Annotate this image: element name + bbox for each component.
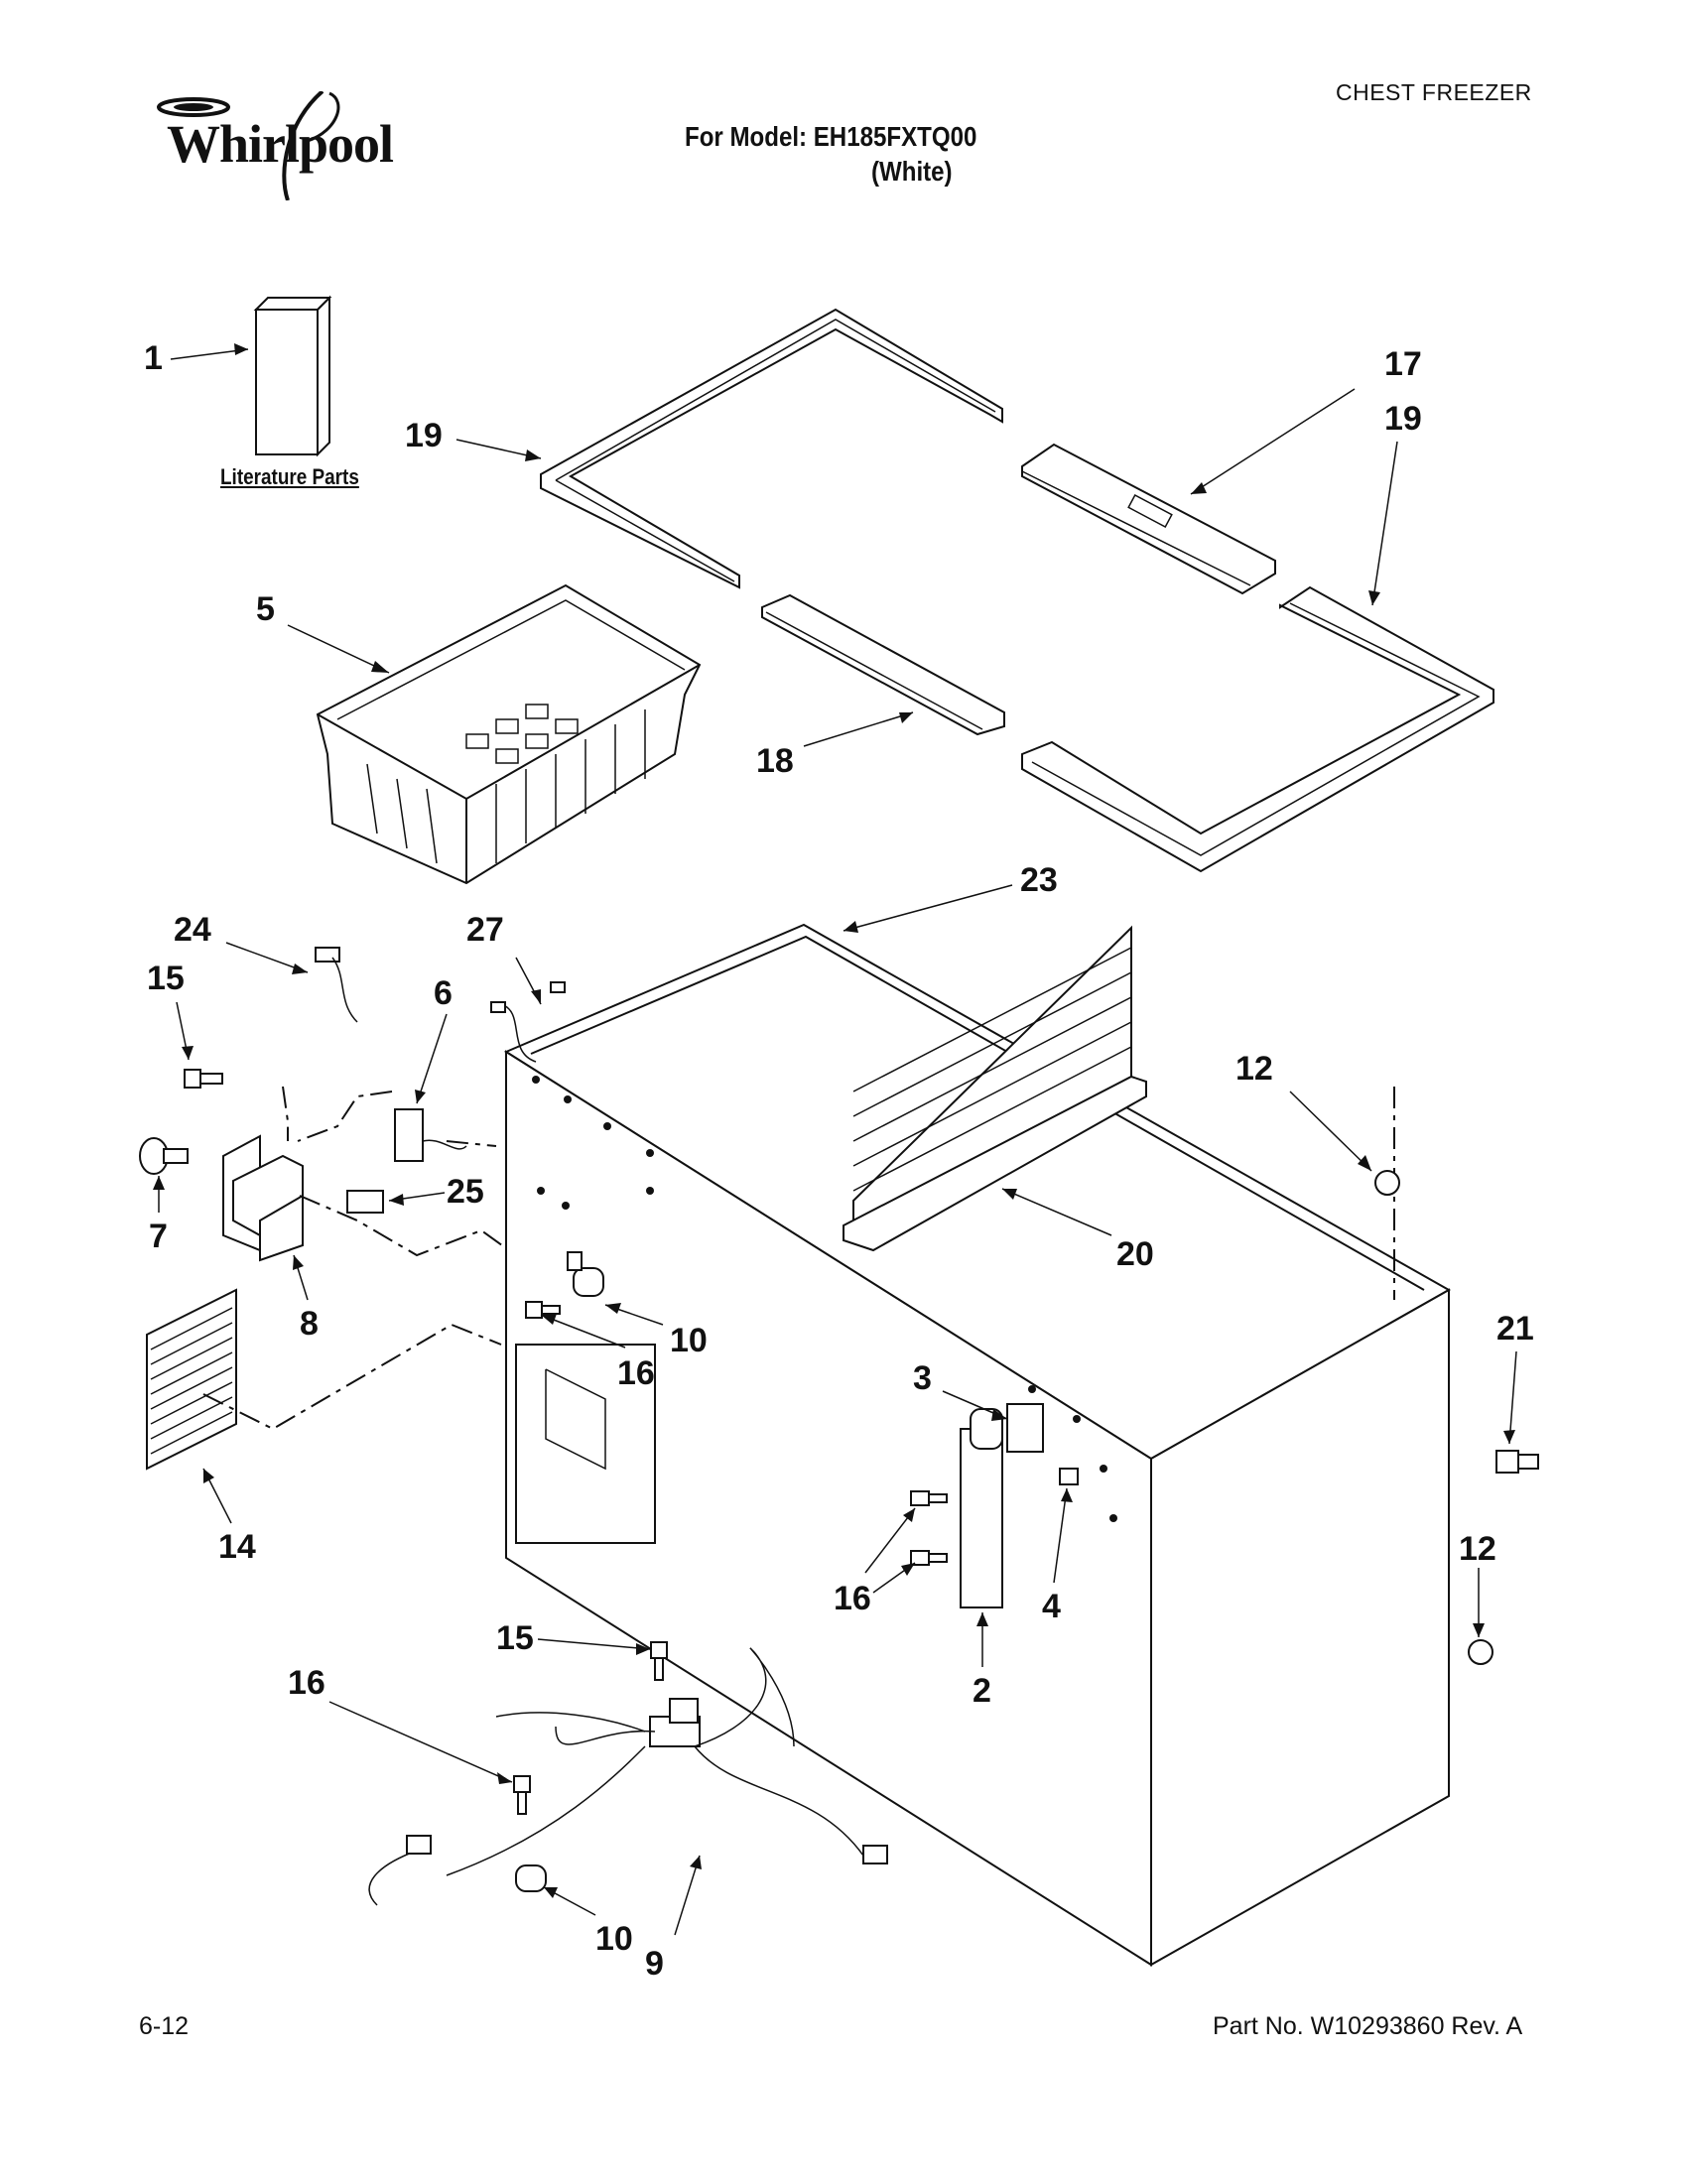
lid-frame-rail-17-part	[1021, 443, 1276, 595]
hinge-2-part	[960, 1408, 1003, 1608]
callout-15-top: 15	[147, 960, 185, 997]
document-part-number: Part No. W10293860 Rev. A	[1213, 2012, 1523, 2040]
lid-frame-rail-18-part	[761, 593, 1005, 736]
switch-25-part	[346, 1190, 384, 1214]
callout-24: 24	[174, 911, 211, 949]
page-number: 6-12	[139, 2012, 190, 2040]
control-bracket-part	[222, 1134, 304, 1262]
callout-16-cabinet: 16	[617, 1354, 655, 1392]
callout-15-harness: 15	[496, 1619, 534, 1657]
callout-7: 7	[149, 1218, 168, 1255]
lid-frame-right-part	[1021, 585, 1494, 873]
callout-14: 14	[218, 1528, 256, 1566]
drain-21-part	[1495, 1450, 1539, 1474]
hinge-screws-16-part	[910, 1490, 948, 1566]
lid-frame-left-part	[540, 308, 1003, 589]
grille-part	[146, 1288, 237, 1471]
callout-17: 17	[1384, 345, 1422, 383]
wiring-harness-9-part	[368, 1647, 888, 1906]
callout-23: 23	[1020, 861, 1058, 899]
brand-name: Whirlpool	[167, 114, 394, 174]
callout-8: 8	[300, 1305, 319, 1343]
thermostat-24-part	[315, 947, 358, 1023]
whirlpool-swirl-icon	[157, 89, 340, 201]
callout-10-harness: 10	[595, 1920, 633, 1958]
model-number: For Model: EH185FXTQ00	[685, 121, 977, 152]
callout-12-bottom: 12	[1459, 1530, 1496, 1568]
callout-25: 25	[447, 1173, 484, 1211]
hinge-plate-3-part	[1006, 1403, 1044, 1453]
callout-19-right: 19	[1384, 400, 1422, 438]
callout-9: 9	[645, 1945, 664, 1983]
callout-18: 18	[756, 742, 794, 780]
clamp-10-harness-part	[515, 1864, 547, 1892]
callout-10-cabinet: 10	[670, 1322, 708, 1359]
relay-6-part	[394, 1108, 467, 1162]
whirlpool-logo: Whirlpool	[149, 89, 407, 201]
screw-15-part	[184, 1069, 223, 1089]
bushing-4-part	[1059, 1468, 1079, 1485]
divider-part	[843, 925, 1147, 1252]
plug-12-top-part	[1374, 1170, 1400, 1196]
callout-2: 2	[973, 1672, 991, 1710]
screw-16-part	[525, 1301, 561, 1319]
callout-20: 20	[1116, 1235, 1154, 1273]
callout-3: 3	[913, 1359, 932, 1397]
callout-21: 21	[1496, 1310, 1534, 1348]
plug-12-bottom-part	[1468, 1639, 1493, 1665]
clamp-10-part	[567, 1251, 604, 1297]
screw-16-harness-part	[513, 1775, 531, 1815]
basket-part	[316, 583, 702, 885]
literature-booklet-part	[253, 295, 332, 457]
callout-5: 5	[256, 590, 275, 628]
harness-27-part	[490, 981, 566, 1063]
callout-16-hinge: 16	[834, 1580, 871, 1617]
callout-1: 1	[144, 339, 163, 377]
callout-16-harness: 16	[288, 1664, 325, 1702]
literature-parts-label: Literature Parts	[220, 464, 359, 489]
callout-numbers: 1 19 17 19 5 18 23 24 27 15 6 12 7 25 20…	[144, 339, 1534, 1983]
callout-19-left: 19	[405, 417, 443, 454]
knob-7-part	[139, 1137, 189, 1175]
appliance-category: CHEST FREEZER	[1336, 79, 1532, 105]
callout-arrows	[153, 343, 1517, 1936]
callout-27: 27	[466, 911, 504, 949]
assembly-leader-lines	[202, 1086, 1395, 1431]
callout-12-top: 12	[1235, 1050, 1273, 1088]
callout-6: 6	[434, 974, 453, 1012]
callout-4: 4	[1042, 1588, 1061, 1625]
screw-15-harness-part	[650, 1641, 668, 1681]
model-color: (White)	[871, 156, 953, 187]
